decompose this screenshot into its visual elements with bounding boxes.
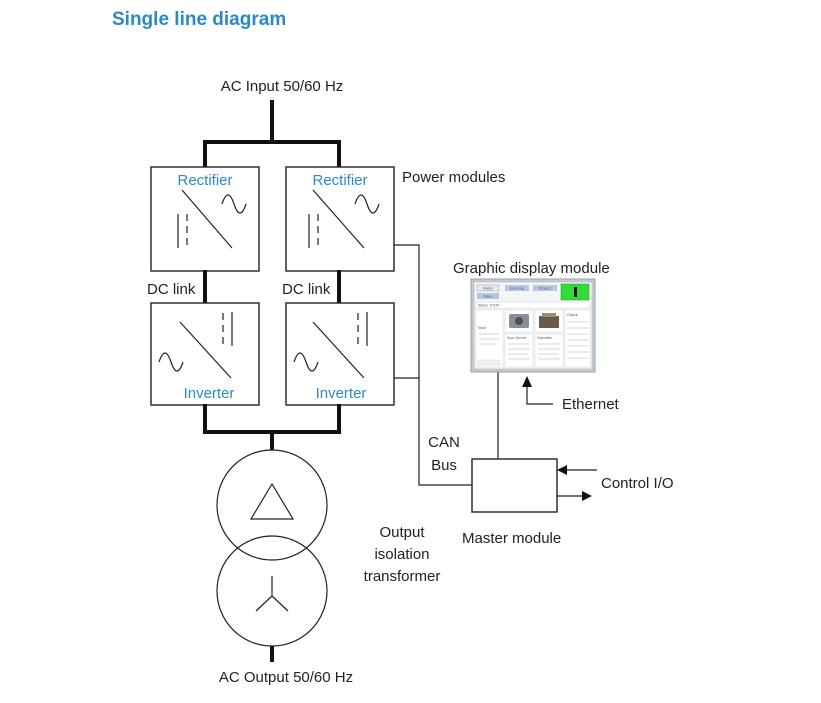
converter-diagonal xyxy=(312,321,365,379)
screen-tab-status xyxy=(476,284,500,292)
transformer-label-line1: Output xyxy=(379,524,425,541)
inverter-left-label: Inverter xyxy=(184,385,235,402)
ac-wave-icon xyxy=(158,352,184,372)
master-module-label: Master module xyxy=(462,530,561,547)
screen-panel-output xyxy=(564,309,591,368)
control-io-label: Control I/O xyxy=(601,475,674,492)
screen-panel-input-title: Input xyxy=(478,326,486,330)
ac-input-label: AC Input 50/60 Hz xyxy=(221,78,344,95)
graphic-display-label: Graphic display module xyxy=(453,260,610,277)
transformer-label-line2: isolation xyxy=(374,546,429,563)
arrow-up-icon xyxy=(522,376,532,387)
rectifier-right-label: Rectifier xyxy=(312,172,367,189)
graphic-display-module: Status Event log Product Menu Status: ST… xyxy=(470,278,596,373)
ac-wave-icon xyxy=(221,194,247,214)
transformer-label-line3: transformer xyxy=(364,568,441,585)
can-label-line1: CAN xyxy=(428,434,460,451)
dc-link-right-label: DC link xyxy=(282,281,331,298)
screen-panel-sync-title: Sync Server xyxy=(507,336,527,340)
inverter-right: Inverter xyxy=(285,302,395,406)
screen-panel-sync xyxy=(504,333,534,368)
screen-tab-status-label: Status xyxy=(483,287,493,291)
screen-tab-event-log-label: Event log xyxy=(510,287,525,291)
wye-winding-icon xyxy=(255,576,289,612)
screen-tab-product-label: Product xyxy=(539,287,551,291)
control-io-arrows xyxy=(557,465,597,501)
arrow-right-icon xyxy=(582,491,592,501)
ac-wave-icon xyxy=(293,352,319,372)
power-modules-label: Power modules xyxy=(402,169,505,186)
dc-symbol-icon xyxy=(222,312,233,346)
rectifier-left-label: Rectifier xyxy=(177,172,232,189)
inverter-right-label: Inverter xyxy=(316,385,367,402)
dc-symbol-icon xyxy=(308,214,319,248)
rectifier-right: Rectifier xyxy=(285,166,395,272)
screen-panel-output-title: Output xyxy=(567,313,578,317)
screen-panel-operation xyxy=(534,333,564,368)
dc-link-connectors xyxy=(203,270,341,304)
equipment-image-icon xyxy=(539,316,559,328)
master-module xyxy=(471,458,558,513)
dc-link-left-label: DC link xyxy=(147,281,196,298)
screen-tab-event-log xyxy=(505,285,529,291)
converter-diagonal xyxy=(179,321,232,379)
dc-symbol-icon xyxy=(177,214,188,248)
can-bus-line xyxy=(394,244,472,486)
can-label-line2: Bus xyxy=(431,457,457,474)
screen-tab-product xyxy=(533,285,557,291)
output-bus xyxy=(203,404,341,450)
screen-status-line: Status: STOP xyxy=(478,304,500,308)
ethernet-label: Ethernet xyxy=(562,396,620,413)
ethernet-connector xyxy=(522,376,553,405)
isolation-transformer xyxy=(216,449,328,647)
inverter-left: Inverter xyxy=(150,302,260,406)
converter-diagonal xyxy=(181,189,233,249)
ac-input-bus xyxy=(203,100,341,168)
screen-tab-menu-label: Menu xyxy=(484,295,493,299)
screen-panel-input xyxy=(475,309,504,368)
dc-symbol-icon xyxy=(357,312,368,346)
delta-winding-icon xyxy=(249,482,295,520)
screen-panel-operation-title: Operation xyxy=(537,336,552,340)
converter-diagonal xyxy=(312,189,365,249)
ac-output-label: AC Output 50/60 Hz xyxy=(219,669,353,686)
ac-wave-icon xyxy=(354,194,380,214)
page-title: Single line diagram xyxy=(112,9,287,30)
screen-tab-menu xyxy=(477,293,499,299)
arrow-left-icon xyxy=(557,465,567,475)
rectifier-left: Rectifier xyxy=(150,166,260,272)
power-indicator-icon xyxy=(574,287,577,297)
